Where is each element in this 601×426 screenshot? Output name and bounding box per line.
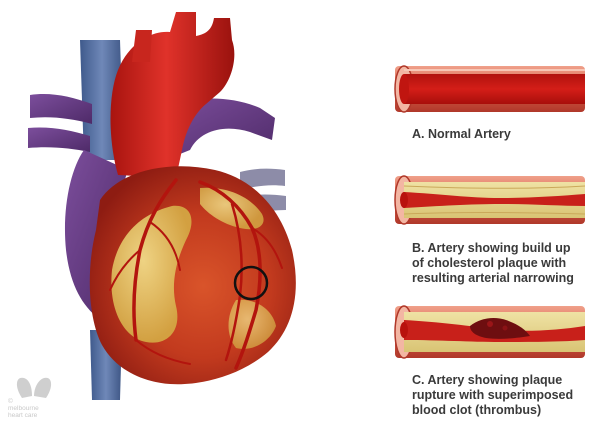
artery-normal: [395, 66, 585, 112]
caption-thrombus-artery: C. Artery showing plaque rupture with su…: [412, 373, 573, 418]
artery-thrombus: [395, 306, 585, 358]
caption-b-line-3: resulting arterial narrowing: [412, 271, 574, 286]
pulmonary-vein-left-lower: [28, 127, 90, 152]
caption-normal-artery: A. Normal Artery: [412, 127, 511, 142]
brand-watermark: © melbourne heart care: [8, 398, 39, 419]
caption-c-line-2: rupture with superimposed: [412, 388, 573, 403]
brand-line-1: melbourne: [8, 405, 39, 412]
caption-b-line-1: B. Artery showing build up: [412, 241, 574, 256]
caption-plaque-artery: B. Artery showing build up of cholestero…: [412, 241, 574, 286]
caption-a-text: A. Normal Artery: [412, 127, 511, 142]
caption-b-line-2: of cholesterol plaque with: [412, 256, 574, 271]
butterfly-heart-logo-icon: [17, 378, 51, 398]
artery-normal-lumen: [404, 74, 585, 104]
caption-c-line-3: blood clot (thrombus): [412, 403, 573, 418]
aorta: [111, 12, 235, 178]
artery-plaque: [395, 176, 585, 224]
brand-symbol: ©: [8, 398, 39, 405]
caption-c-line-1: C. Artery showing plaque: [412, 373, 573, 388]
brand-line-2: heart care: [8, 412, 39, 419]
heart-illustration: [28, 12, 296, 400]
aorta-branch: [132, 30, 152, 62]
